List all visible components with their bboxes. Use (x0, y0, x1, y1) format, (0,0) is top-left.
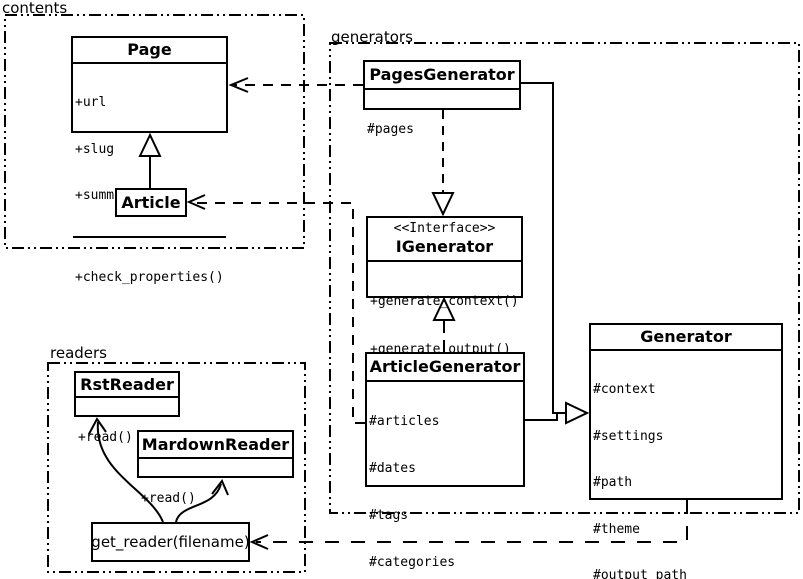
class-rstreader: RstReader +read() (74, 371, 180, 445)
method: +check_properties() (75, 269, 224, 285)
function-get-reader: get_reader(filename) (91, 522, 250, 562)
class-page: Page +url +slug +summary +check_properti… (71, 36, 228, 285)
attribute: #categories (369, 555, 456, 570)
attribute: #settings (593, 428, 664, 444)
package-generators-border (329, 42, 800, 514)
class-generator: Generator #context #settings #path #them… (589, 323, 783, 579)
realization-pagesgenerator-to-igenerator-triangle (431, 192, 455, 217)
class-igenerator-name: IGenerator (395, 237, 494, 256)
dependency-generator-to-getreader-line (256, 500, 688, 543)
package-label-generators: generators (331, 28, 413, 46)
association-getreader-to-rstreader-line (96, 421, 164, 523)
class-pagesgenerator-attributes: #pages (365, 88, 519, 170)
class-igenerator-stereotype: <<Interface>> (393, 221, 496, 236)
class-article-title: Article (121, 193, 181, 212)
dependency-articlegenerator-to-article-arrowhead (186, 194, 206, 210)
dependency-articlegenerator-to-article-line (193, 202, 365, 424)
class-generator-attributes: #context #settings #path #theme #output_… (591, 349, 781, 579)
class-rstreader-title: RstReader (80, 375, 174, 394)
class-mardownreader-title: MardownReader (141, 435, 290, 454)
inheritance-article-to-page-triangle (138, 132, 162, 157)
attribute: +url (75, 95, 107, 110)
class-page-title: Page (127, 40, 172, 59)
attribute: #tags (369, 508, 409, 523)
attribute: #dates (369, 461, 416, 476)
class-pagesgenerator-title: PagesGenerator (369, 65, 515, 84)
class-page-methods: +check_properties() (73, 235, 226, 318)
association-getreader-to-mardownreader-arrowhead (211, 479, 229, 496)
class-pagesgenerator: PagesGenerator #pages (363, 60, 521, 137)
method: +generate_context() (370, 294, 519, 309)
package-label-readers: readers (50, 344, 107, 362)
class-generator-title: Generator (640, 327, 732, 346)
class-igenerator: <<Interface>> IGenerator +generate_conte… (366, 216, 523, 357)
association-getreader-to-mardownreader-line (175, 483, 222, 523)
attribute: #articles (369, 414, 440, 429)
association-getreader-to-rstreader-arrowhead (88, 417, 107, 435)
attribute: #context (593, 382, 656, 397)
class-mardownreader-methods: +read() (139, 457, 292, 538)
class-articlegenerator-title: ArticleGenerator (369, 357, 521, 376)
dependency-generator-to-getreader-arrowhead (249, 534, 269, 550)
attribute: #pages (367, 122, 414, 137)
attribute: #output_path (593, 568, 687, 579)
realization-articlegenerator-to-igenerator-triangle (432, 296, 456, 321)
package-label-contents: contents (2, 0, 68, 17)
function-get-reader-label: get_reader(filename) (91, 533, 250, 551)
attribute: +slug (75, 141, 115, 157)
dependency-pagesgenerator-to-page-arrowhead (228, 77, 249, 93)
attribute: #path (593, 475, 633, 491)
method: +read() (141, 491, 196, 506)
inheritance-pagesgenerator-to-generator-line (521, 82, 565, 414)
class-articlegenerator: ArticleGenerator #articles #dates #tags … (365, 352, 525, 570)
class-article: Article (115, 188, 187, 217)
class-igenerator-title: <<Interface>> IGenerator (368, 218, 521, 260)
method: +read() (78, 430, 133, 445)
class-rstreader-methods: +read() (76, 396, 178, 477)
inheritance-to-generator-triangle (565, 401, 590, 425)
class-mardownreader: MardownReader +read() (137, 430, 294, 506)
package-contents-border (4, 14, 305, 249)
class-articlegenerator-attributes: #articles #dates #tags #categories (367, 380, 523, 579)
inheritance-articlegenerator-to-generator-line (525, 413, 558, 421)
package-readers-border (47, 362, 306, 573)
attribute: #theme (593, 521, 640, 537)
